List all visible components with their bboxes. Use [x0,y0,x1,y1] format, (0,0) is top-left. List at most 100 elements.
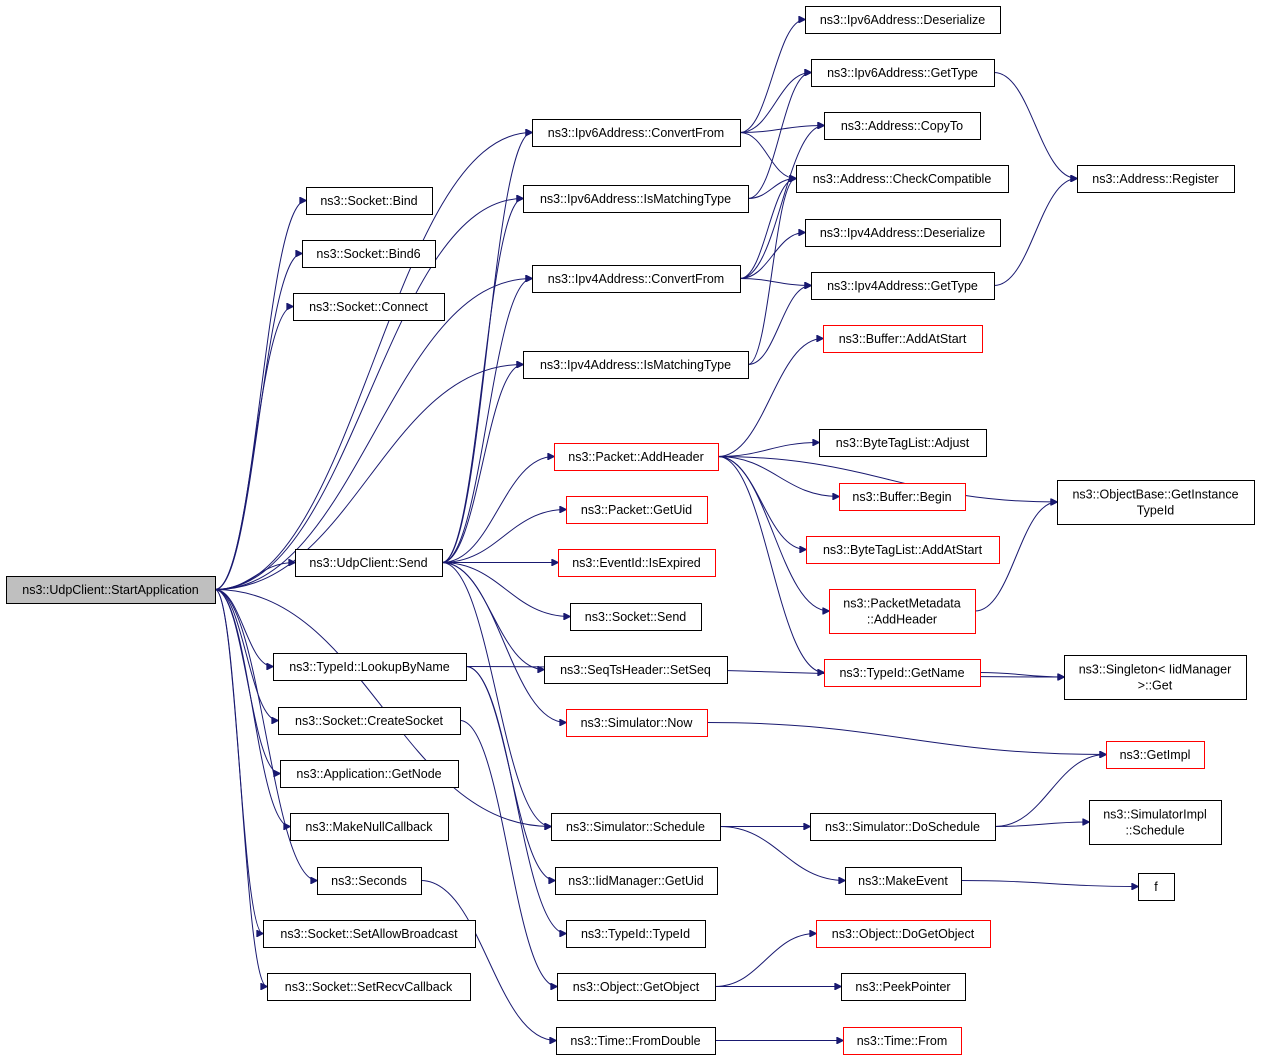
node-socket-bind6[interactable]: ns3::Socket::Bind6 [302,240,436,268]
node-label-seqts-setseq: ns3::SeqTsHeader::SetSeq [560,663,711,677]
edge-socket-create-to-object-getobject [459,720,557,987]
node-packet-addheader[interactable]: ns3::Packet::AddHeader [554,443,719,471]
node-time-fromdouble[interactable]: ns3::Time::FromDouble [556,1027,716,1055]
node-box-eventid-expired [558,549,716,577]
node-label-eventid-expired: ns3::EventId::IsExpired [572,556,701,570]
node-box-make-null-callback [290,813,449,841]
node-box-bytetag-addatstart [806,536,1000,564]
node-set-allow-broadcast[interactable]: ns3::Socket::SetAllowBroadcast [263,920,476,948]
node-box-bytetag-adjust [819,429,987,457]
node-eventid-expired[interactable]: ns3::EventId::IsExpired [558,549,716,577]
node-label-make-null-callback: ns3::MakeNullCallback [305,820,433,834]
edge-simulator-now-to-getimpl [706,722,1106,755]
edge-start-application-to-udp-send [214,563,295,590]
node-box-ipv6-gettype [811,59,995,87]
node-ipv4-gettype[interactable]: ns3::Ipv4Address::GetType [811,272,995,300]
node-socket-create[interactable]: ns3::Socket::CreateSocket [278,707,461,735]
node-box-time-fromdouble [556,1027,716,1055]
node-box-ipv6-convert [532,119,741,147]
node-bytetag-adjust[interactable]: ns3::ByteTagList::Adjust [819,429,987,457]
node-bytetag-addatstart[interactable]: ns3::ByteTagList::AddAtStart [806,536,1000,564]
node-typeid-typeid[interactable]: ns3::TypeId::TypeId [566,920,706,948]
node-socket-bind[interactable]: ns3::Socket::Bind [306,187,433,215]
node-box-socket-bind6 [302,240,436,268]
node-label-packet-getuid: ns3::Packet::GetUid [581,503,692,517]
node-simulator-doschedule[interactable]: ns3::Simulator::DoSchedule [810,813,996,841]
node-time-from[interactable]: ns3::Time::From [843,1027,962,1055]
node-box-object-getobject [557,973,716,1001]
node-box-getimpl [1106,741,1205,769]
node-seqts-setseq[interactable]: ns3::SeqTsHeader::SetSeq [544,656,728,684]
node-make-null-callback[interactable]: ns3::MakeNullCallback [290,813,449,841]
edge-packet-addheader-to-packetmeta-addheader [717,456,829,612]
edge-ipv4-convert-to-address-checkcompat [739,179,796,279]
edge-packetmeta-addheader-to-objectbase-getinstance [974,502,1057,612]
edge-start-application-to-socket-bind [214,201,306,590]
node-packet-getuid[interactable]: ns3::Packet::GetUid [566,496,708,524]
node-simulator-now[interactable]: ns3::Simulator::Now [566,709,708,737]
node-address-checkcompat[interactable]: ns3::Address::CheckCompatible [796,165,1009,193]
node-label-address-copyto: ns3::Address::CopyTo [841,119,963,133]
edge-start-application-to-seconds [214,589,317,881]
node-address-register[interactable]: ns3::Address::Register [1077,165,1235,193]
node-box-seqts-setseq [544,656,728,684]
node-box-address-register [1077,165,1235,193]
node-label-getimpl: ns3::GetImpl [1120,748,1191,762]
node-socket-send[interactable]: ns3::Socket::Send [570,603,702,631]
edge-start-application-to-set-recv-callback [214,589,267,987]
node-start-application[interactable]: ns3::UdpClient::StartApplication [6,576,216,604]
node-label-socket-bind: ns3::Socket::Bind [320,194,417,208]
edge-start-application-to-ipv6-convert [214,133,532,590]
node-udp-send[interactable]: ns3::UdpClient::Send [295,549,443,577]
node-box-ipv6-deserialize [805,6,1001,34]
node-box-simulatorimpl-schedule [1089,800,1222,845]
node-buffer-addatstart[interactable]: ns3::Buffer::AddAtStart [823,325,983,353]
node-box-seconds [317,867,422,895]
node-object-getobject[interactable]: ns3::Object::GetObject [557,973,716,1001]
node-packetmeta-addheader[interactable]: ns3::PacketMetadata::AddHeader [829,589,976,634]
node-label-start-application: ns3::UdpClient::StartApplication [22,583,199,597]
node-simulator-schedule[interactable]: ns3::Simulator::Schedule [551,813,721,841]
node-singleton-get[interactable]: ns3::Singleton< IidManager>::Get [1064,655,1247,700]
node-set-recv-callback[interactable]: ns3::Socket::SetRecvCallback [267,973,471,1001]
node-getimpl[interactable]: ns3::GetImpl [1106,741,1205,769]
node-box-time-from [843,1027,962,1055]
node-label-object-dogetobject: ns3::Object::DoGetObject [832,927,975,941]
node-label-address-register: ns3::Address::Register [1092,172,1218,186]
node-seconds[interactable]: ns3::Seconds [317,867,422,895]
node-typeid-getname[interactable]: ns3::TypeId::GetName [824,659,981,687]
edge-start-application-to-typeid-lookup [214,589,273,667]
node-peekpointer[interactable]: ns3::PeekPointer [841,973,966,1001]
edge-ipv4-convert-to-ipv4-deserialize [739,233,805,279]
node-box-socket-create [278,707,461,735]
node-ipv6-matching[interactable]: ns3::Ipv6Address::IsMatchingType [523,185,749,213]
node-makeevent[interactable]: ns3::MakeEvent [845,867,962,895]
node-label-socket-bind6: ns3::Socket::Bind6 [316,247,420,261]
node-label-makeevent: ns3::MakeEvent [858,874,948,888]
edge-ipv6-gettype-to-address-register [993,72,1077,179]
edge-ipv6-convert-to-ipv6-deserialize [739,20,805,133]
node-label-time-fromdouble: ns3::Time::FromDouble [570,1034,700,1048]
node-typeid-lookup[interactable]: ns3::TypeId::LookupByName [273,653,467,681]
node-ipv4-matching[interactable]: ns3::Ipv4Address::IsMatchingType [523,351,749,379]
node-label-typeid-getname: ns3::TypeId::GetName [839,666,964,680]
node-ipv4-convert[interactable]: ns3::Ipv4Address::ConvertFrom [532,265,741,293]
node-address-copyto[interactable]: ns3::Address::CopyTo [824,112,981,140]
node-object-dogetobject[interactable]: ns3::Object::DoGetObject [816,920,991,948]
node-ipv6-convert[interactable]: ns3::Ipv6Address::ConvertFrom [532,119,741,147]
node-ipv6-deserialize[interactable]: ns3::Ipv6Address::Deserialize [805,6,1001,34]
edge-ipv6-convert-to-address-checkcompat [739,132,796,179]
node-box-socket-bind [306,187,433,215]
node-box-set-recv-callback [267,973,471,1001]
node-iidmanager-getuid[interactable]: ns3::IidManager::GetUid [555,867,718,895]
node-socket-connect[interactable]: ns3::Socket::Connect [293,293,445,321]
edge-start-application-to-socket-connect [214,307,293,590]
edge-start-application-to-ipv6-matching [214,199,523,590]
node-f[interactable]: f [1138,873,1175,901]
node-ipv4-deserialize[interactable]: ns3::Ipv4Address::Deserialize [805,219,1001,247]
node-simulatorimpl-schedule[interactable]: ns3::SimulatorImpl::Schedule [1089,800,1222,845]
node-buffer-begin[interactable]: ns3::Buffer::Begin [839,483,966,511]
node-ipv6-gettype[interactable]: ns3::Ipv6Address::GetType [811,59,995,87]
node-app-getnode[interactable]: ns3::Application::GetNode [280,760,459,788]
